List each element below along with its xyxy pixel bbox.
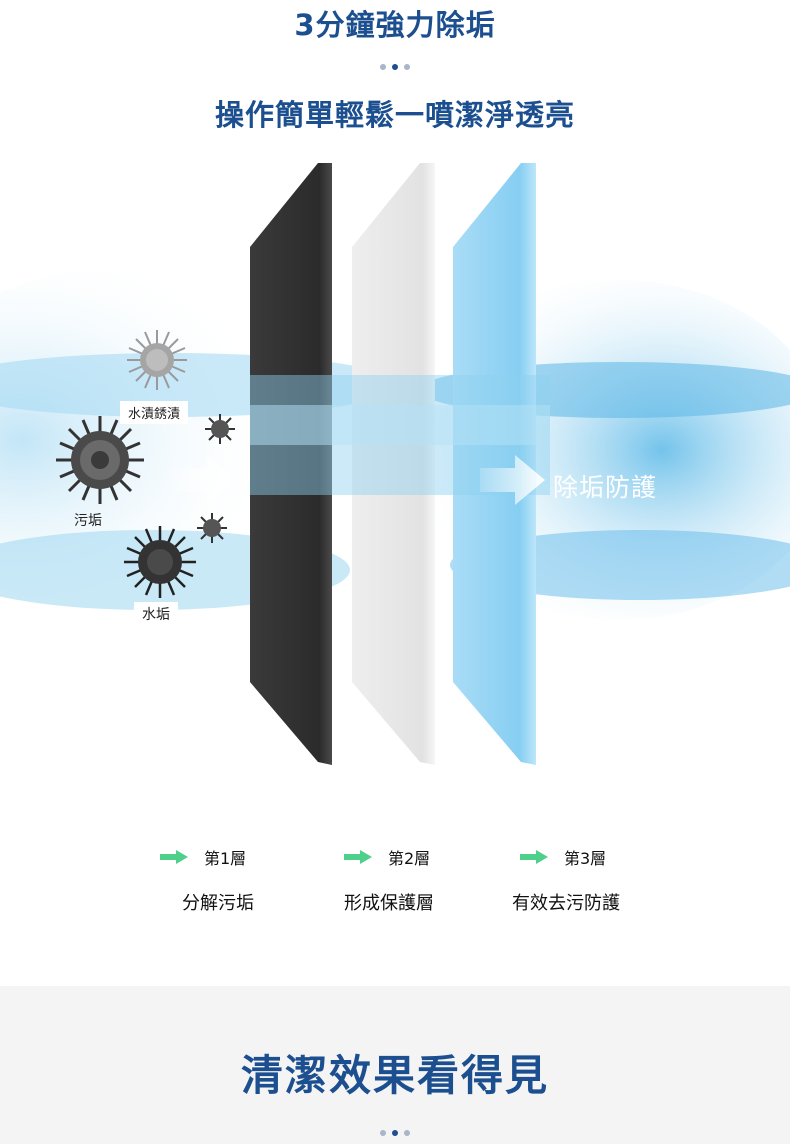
virus-icon (127, 330, 187, 390)
filter-layer-3 (453, 163, 536, 765)
bottom-section (0, 986, 790, 1144)
filter-layer-1 (250, 163, 332, 765)
green-arrow-icon (344, 850, 372, 864)
germ-label-rust: 水漬銹漬 (120, 401, 189, 424)
flow-arrow-icon (172, 455, 236, 505)
layer-title-3: 第3層 (520, 844, 615, 870)
layer-title-row: 第1層 第2層 第3層 (0, 844, 790, 870)
flow-arrow-icon (480, 455, 545, 505)
green-arrow-icon (520, 850, 548, 864)
dot-icon (380, 1129, 386, 1136)
layer-desc-2: 形成保護層 (334, 888, 444, 916)
dot-icon (380, 63, 386, 70)
dot-icon (404, 63, 410, 70)
layer-title-text: 第1層 (200, 844, 255, 870)
layer-title-text: 第3層 (560, 844, 615, 870)
layer-desc-1: 分解污垢 (172, 888, 264, 916)
layer-desc-3: 有效去污防護 (502, 888, 630, 916)
virus-icon (124, 526, 196, 598)
germ-label-scale: 水垢 (134, 602, 178, 626)
page-title: 3分鐘強力除垢 (294, 8, 496, 42)
mist-through (250, 405, 550, 445)
filter-layers-illustration: 水漬銹漬 污垢 水垢 除垢防護 (0, 150, 790, 790)
output-label: 除垢防護 (553, 473, 658, 502)
virus-icon (205, 414, 235, 444)
virus-icon (56, 416, 144, 504)
dots-divider (0, 1122, 790, 1136)
green-arrow-icon (160, 850, 188, 864)
layer-title-2: 第2層 (344, 844, 439, 870)
dot-icon (392, 1129, 398, 1136)
germ-label-dirt: 污垢 (74, 513, 102, 529)
layer-title-1: 第1層 (160, 844, 255, 870)
dots-divider (0, 56, 790, 70)
dot-icon (392, 63, 398, 70)
page-subtitle: 操作簡單輕鬆一噴潔淨透亮 (214, 98, 575, 132)
virus-icon (197, 513, 227, 543)
layer-title-text: 第2層 (384, 844, 439, 870)
dot-icon (404, 1129, 410, 1136)
filter-layers-svg (0, 163, 790, 765)
filter-layer-2 (352, 163, 435, 765)
section-title: 清潔效果看得見 (240, 1051, 549, 1100)
